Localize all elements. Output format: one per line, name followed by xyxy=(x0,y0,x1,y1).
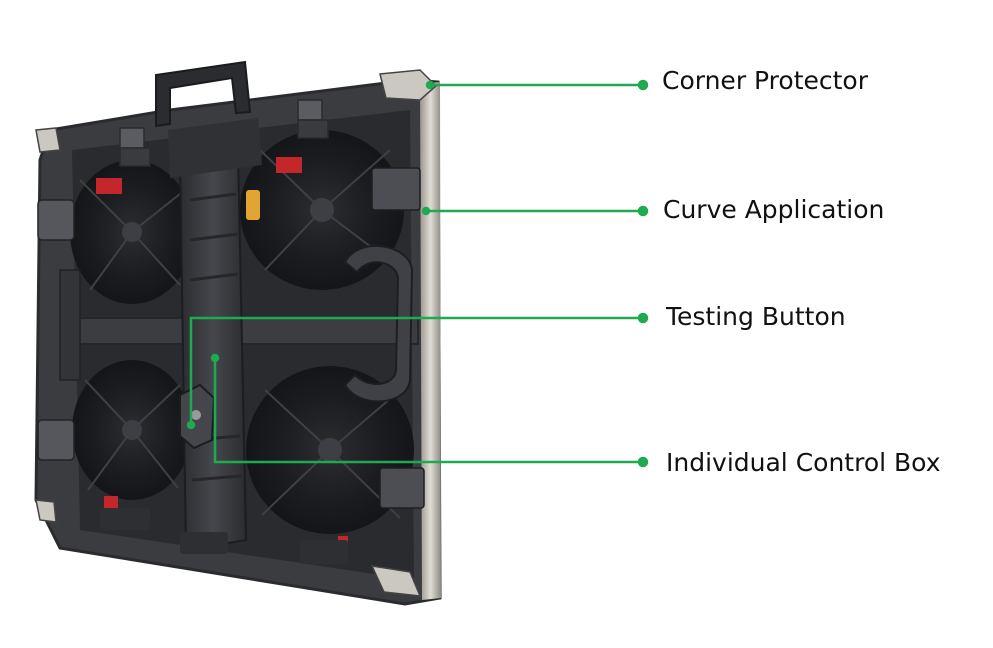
corner-protectors xyxy=(35,69,438,597)
leader-corner-protector xyxy=(425,79,649,91)
leader-testing-button xyxy=(186,312,649,430)
callout-individual-control-box: Individual Control Box xyxy=(666,448,941,477)
left-latches xyxy=(37,199,81,461)
leader-curve-application xyxy=(421,205,649,217)
leader-individual-control-box xyxy=(210,353,649,468)
callout-curve-application: Curve Application xyxy=(663,195,885,224)
testing-button-knob xyxy=(191,410,201,420)
side-handle xyxy=(343,245,414,403)
leader-lines xyxy=(186,79,649,468)
callout-corner-protector: Corner Protector xyxy=(662,66,869,95)
right-latches xyxy=(371,167,425,509)
top-handle xyxy=(155,60,252,128)
callout-testing-button: Testing Button xyxy=(666,302,846,331)
central-spine xyxy=(168,118,262,552)
top-brackets xyxy=(119,99,329,167)
bottom-feet xyxy=(100,508,348,564)
